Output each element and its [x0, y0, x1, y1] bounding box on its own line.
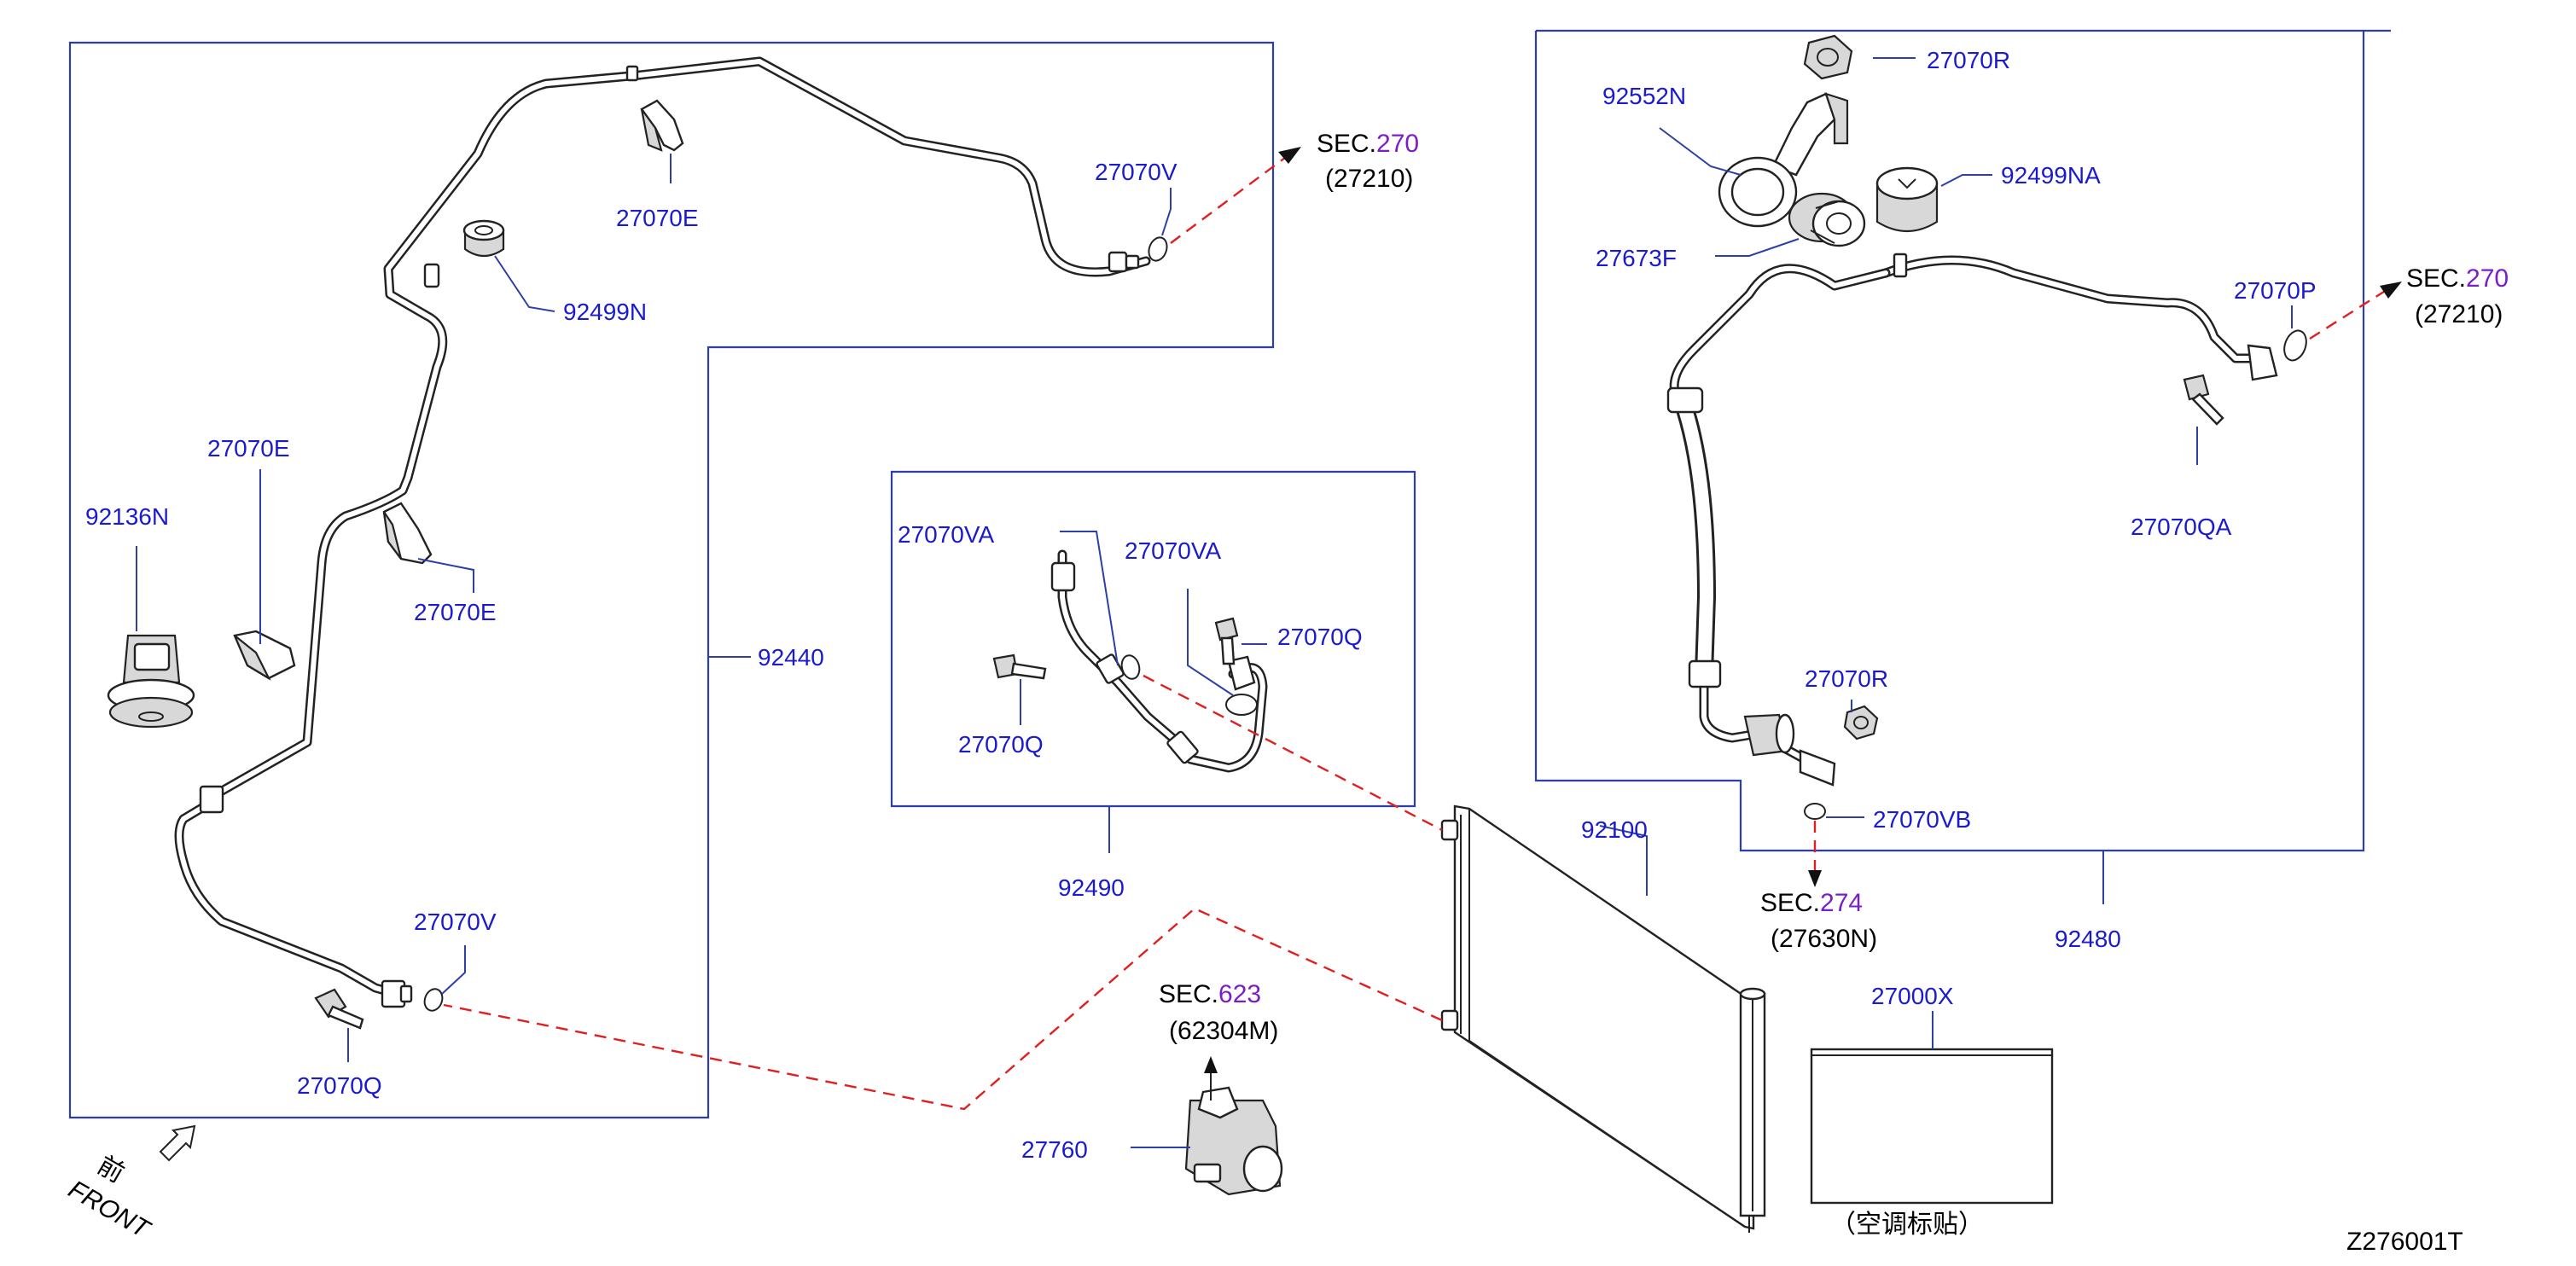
- frame-92480: [1534, 29, 2391, 852]
- label-27070r-top: 27070R: [1927, 47, 2010, 73]
- section-ref-1[interactable]: SEC.270 (27210): [1317, 130, 1419, 193]
- leader-lines: [136, 57, 2293, 1148]
- label-27070va-left: 27070VA: [898, 521, 994, 548]
- svg-text:SEC.270: SEC.270: [1317, 130, 1419, 158]
- o-ring-27070va-left: [1120, 654, 1141, 680]
- section-ref-4[interactable]: SEC.623 (62304M): [1159, 980, 1278, 1045]
- label-27070e-top: 27070E: [616, 205, 699, 231]
- sticker-caption: （空调标贴）: [1830, 1211, 1984, 1239]
- section-ref-2[interactable]: SEC.270 (27210): [2406, 264, 2509, 328]
- svg-text:(27630N): (27630N): [1771, 925, 1877, 953]
- ac-sticker-27000x: [1810, 1048, 2054, 1205]
- bolt-27070q-mid-right: [1214, 617, 1239, 665]
- label-27070q-left: 27070Q: [297, 1072, 382, 1099]
- cap-92499n: [462, 219, 505, 258]
- front-glyph: 前: [93, 1151, 129, 1188]
- label-27070q-mid-right: 27070Q: [1277, 624, 1363, 650]
- o-ring-27070v-top: [1148, 236, 1168, 262]
- label-92480: 92480: [2055, 926, 2121, 952]
- frame-92440: [68, 41, 1275, 1119]
- svg-text:(27210): (27210): [1325, 165, 1413, 193]
- label-92136n: 92136N: [85, 503, 169, 530]
- front-arrow: [159, 1124, 196, 1162]
- pressure-switch-92136n: [107, 634, 195, 729]
- bolt-27070q-left: [314, 988, 364, 1030]
- connection-lines: [443, 147, 2402, 1111]
- label-92490: 92490: [1058, 874, 1125, 901]
- label-27070r-bot: 27070R: [1805, 665, 1888, 692]
- front-label: FRONT: [64, 1175, 156, 1245]
- clip-27070e-left: [233, 630, 296, 681]
- label-27070p: 27070P: [2234, 277, 2317, 304]
- label-92100: 92100: [1581, 816, 1648, 843]
- svg-text:SEC.274: SEC.274: [1760, 889, 1863, 917]
- label-27070v-top: 27070V: [1095, 159, 1178, 185]
- clip-27070e-mid: [382, 502, 433, 565]
- condenser-92100: [1440, 804, 1766, 1233]
- bolt-27070qa: [2183, 374, 2224, 426]
- hose-92480: [1666, 253, 2278, 787]
- label-27760: 27760: [1021, 1136, 1088, 1163]
- sensor-27760: [1184, 1086, 1283, 1196]
- diagram-code: Z276001T: [2346, 1228, 2463, 1256]
- nut-27070r-bot: [1843, 705, 1879, 740]
- label-27070q-mid-left: 27070Q: [958, 731, 1044, 758]
- bolt-27070q-mid-left: [992, 653, 1047, 680]
- o-ring-27070vb: [1804, 803, 1826, 820]
- frame-92490: [890, 470, 1416, 808]
- label-92499n: 92499N: [563, 299, 647, 325]
- o-ring-27070v-bot: [423, 988, 444, 1012]
- label-92440: 92440: [758, 644, 824, 671]
- label-27070e-left: 27070E: [207, 435, 290, 462]
- label-27070vb: 27070VB: [1873, 806, 1971, 833]
- label-27070v-bot: 27070V: [414, 909, 497, 935]
- label-27070va-right: 27070VA: [1125, 537, 1221, 564]
- svg-text:SEC.270: SEC.270: [2406, 264, 2509, 293]
- svg-text:(62304M): (62304M): [1169, 1017, 1278, 1045]
- label-27070qa: 27070QA: [2131, 514, 2232, 540]
- label-27070e-mid: 27070E: [414, 599, 497, 625]
- label-27673f: 27673F: [1596, 245, 1677, 271]
- svg-text:SEC.623: SEC.623: [1159, 980, 1261, 1008]
- svg-text:(27210): (27210): [2415, 300, 2503, 328]
- pipe-92490: [1050, 549, 1268, 773]
- label-27000x: 27000X: [1871, 983, 1954, 1009]
- label-92499na: 92499NA: [2001, 162, 2101, 189]
- o-ring-27070p: [2283, 329, 2307, 362]
- nut-27070r-top: [1803, 34, 1853, 80]
- cap-92499na: [1875, 166, 1939, 232]
- o-ring-27070va-right: [1225, 694, 1258, 716]
- clip-27070e-top: [640, 99, 684, 152]
- label-92552n: 92552N: [1602, 83, 1686, 109]
- filter-27673f: [1788, 192, 1866, 247]
- pipe-92440: [174, 56, 1151, 1008]
- section-ref-3[interactable]: SEC.274 (27630N): [1760, 889, 1877, 953]
